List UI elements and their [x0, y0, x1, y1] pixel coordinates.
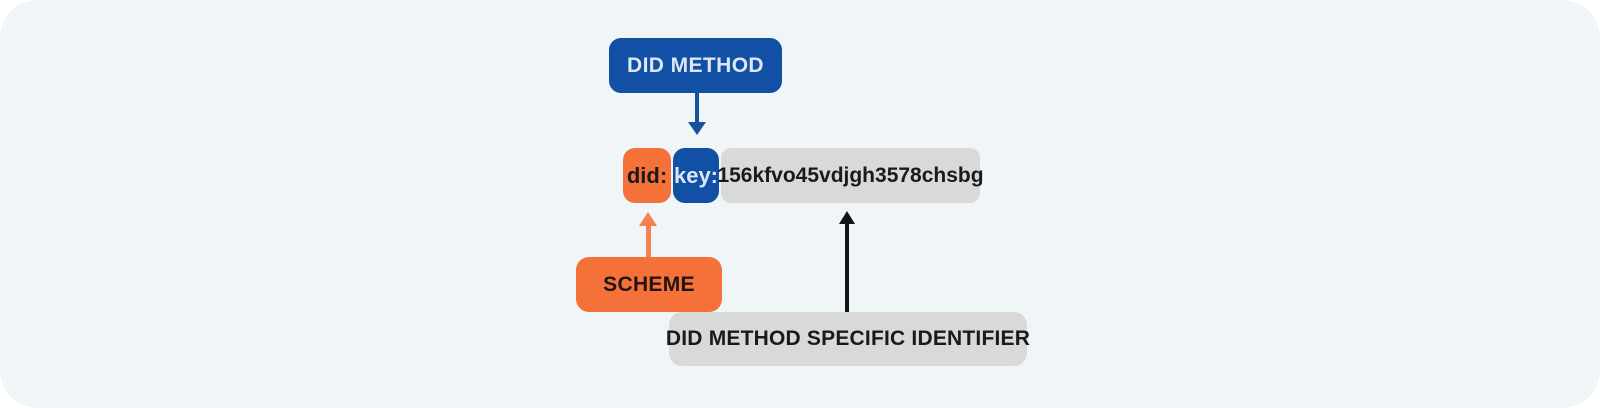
did-scheme-segment-text: did:	[626, 162, 668, 188]
identifier-arrow-stem	[845, 223, 849, 314]
arrow-up-icon	[839, 211, 855, 224]
did-method-specific-identifier-callout: DID METHOD SPECIFIC IDENTIFIER	[665, 312, 1031, 366]
scheme-arrow-stem	[646, 225, 651, 258]
did-method-callout-label: DID METHOD	[627, 53, 764, 77]
did-identifier-segment: 156kfvo45vdjgh3578chsbg	[717, 148, 984, 203]
scheme-callout: SCHEME	[576, 257, 722, 312]
arrow-up-icon	[639, 212, 657, 226]
arrow-down-icon	[688, 122, 706, 135]
did-scheme-segment: did:	[623, 148, 671, 203]
did-method-segment-text: key:	[673, 162, 719, 188]
did-method-segment: key:	[673, 148, 719, 203]
did-method-specific-identifier-label: DID METHOD SPECIFIC IDENTIFIER	[665, 327, 1031, 350]
did-identifier-segment-text: 156kfvo45vdjgh3578chsbg	[717, 163, 984, 187]
method-arrow-stem	[695, 93, 699, 124]
scheme-callout-label: SCHEME	[603, 272, 695, 296]
did-method-callout: DID METHOD	[609, 38, 782, 93]
